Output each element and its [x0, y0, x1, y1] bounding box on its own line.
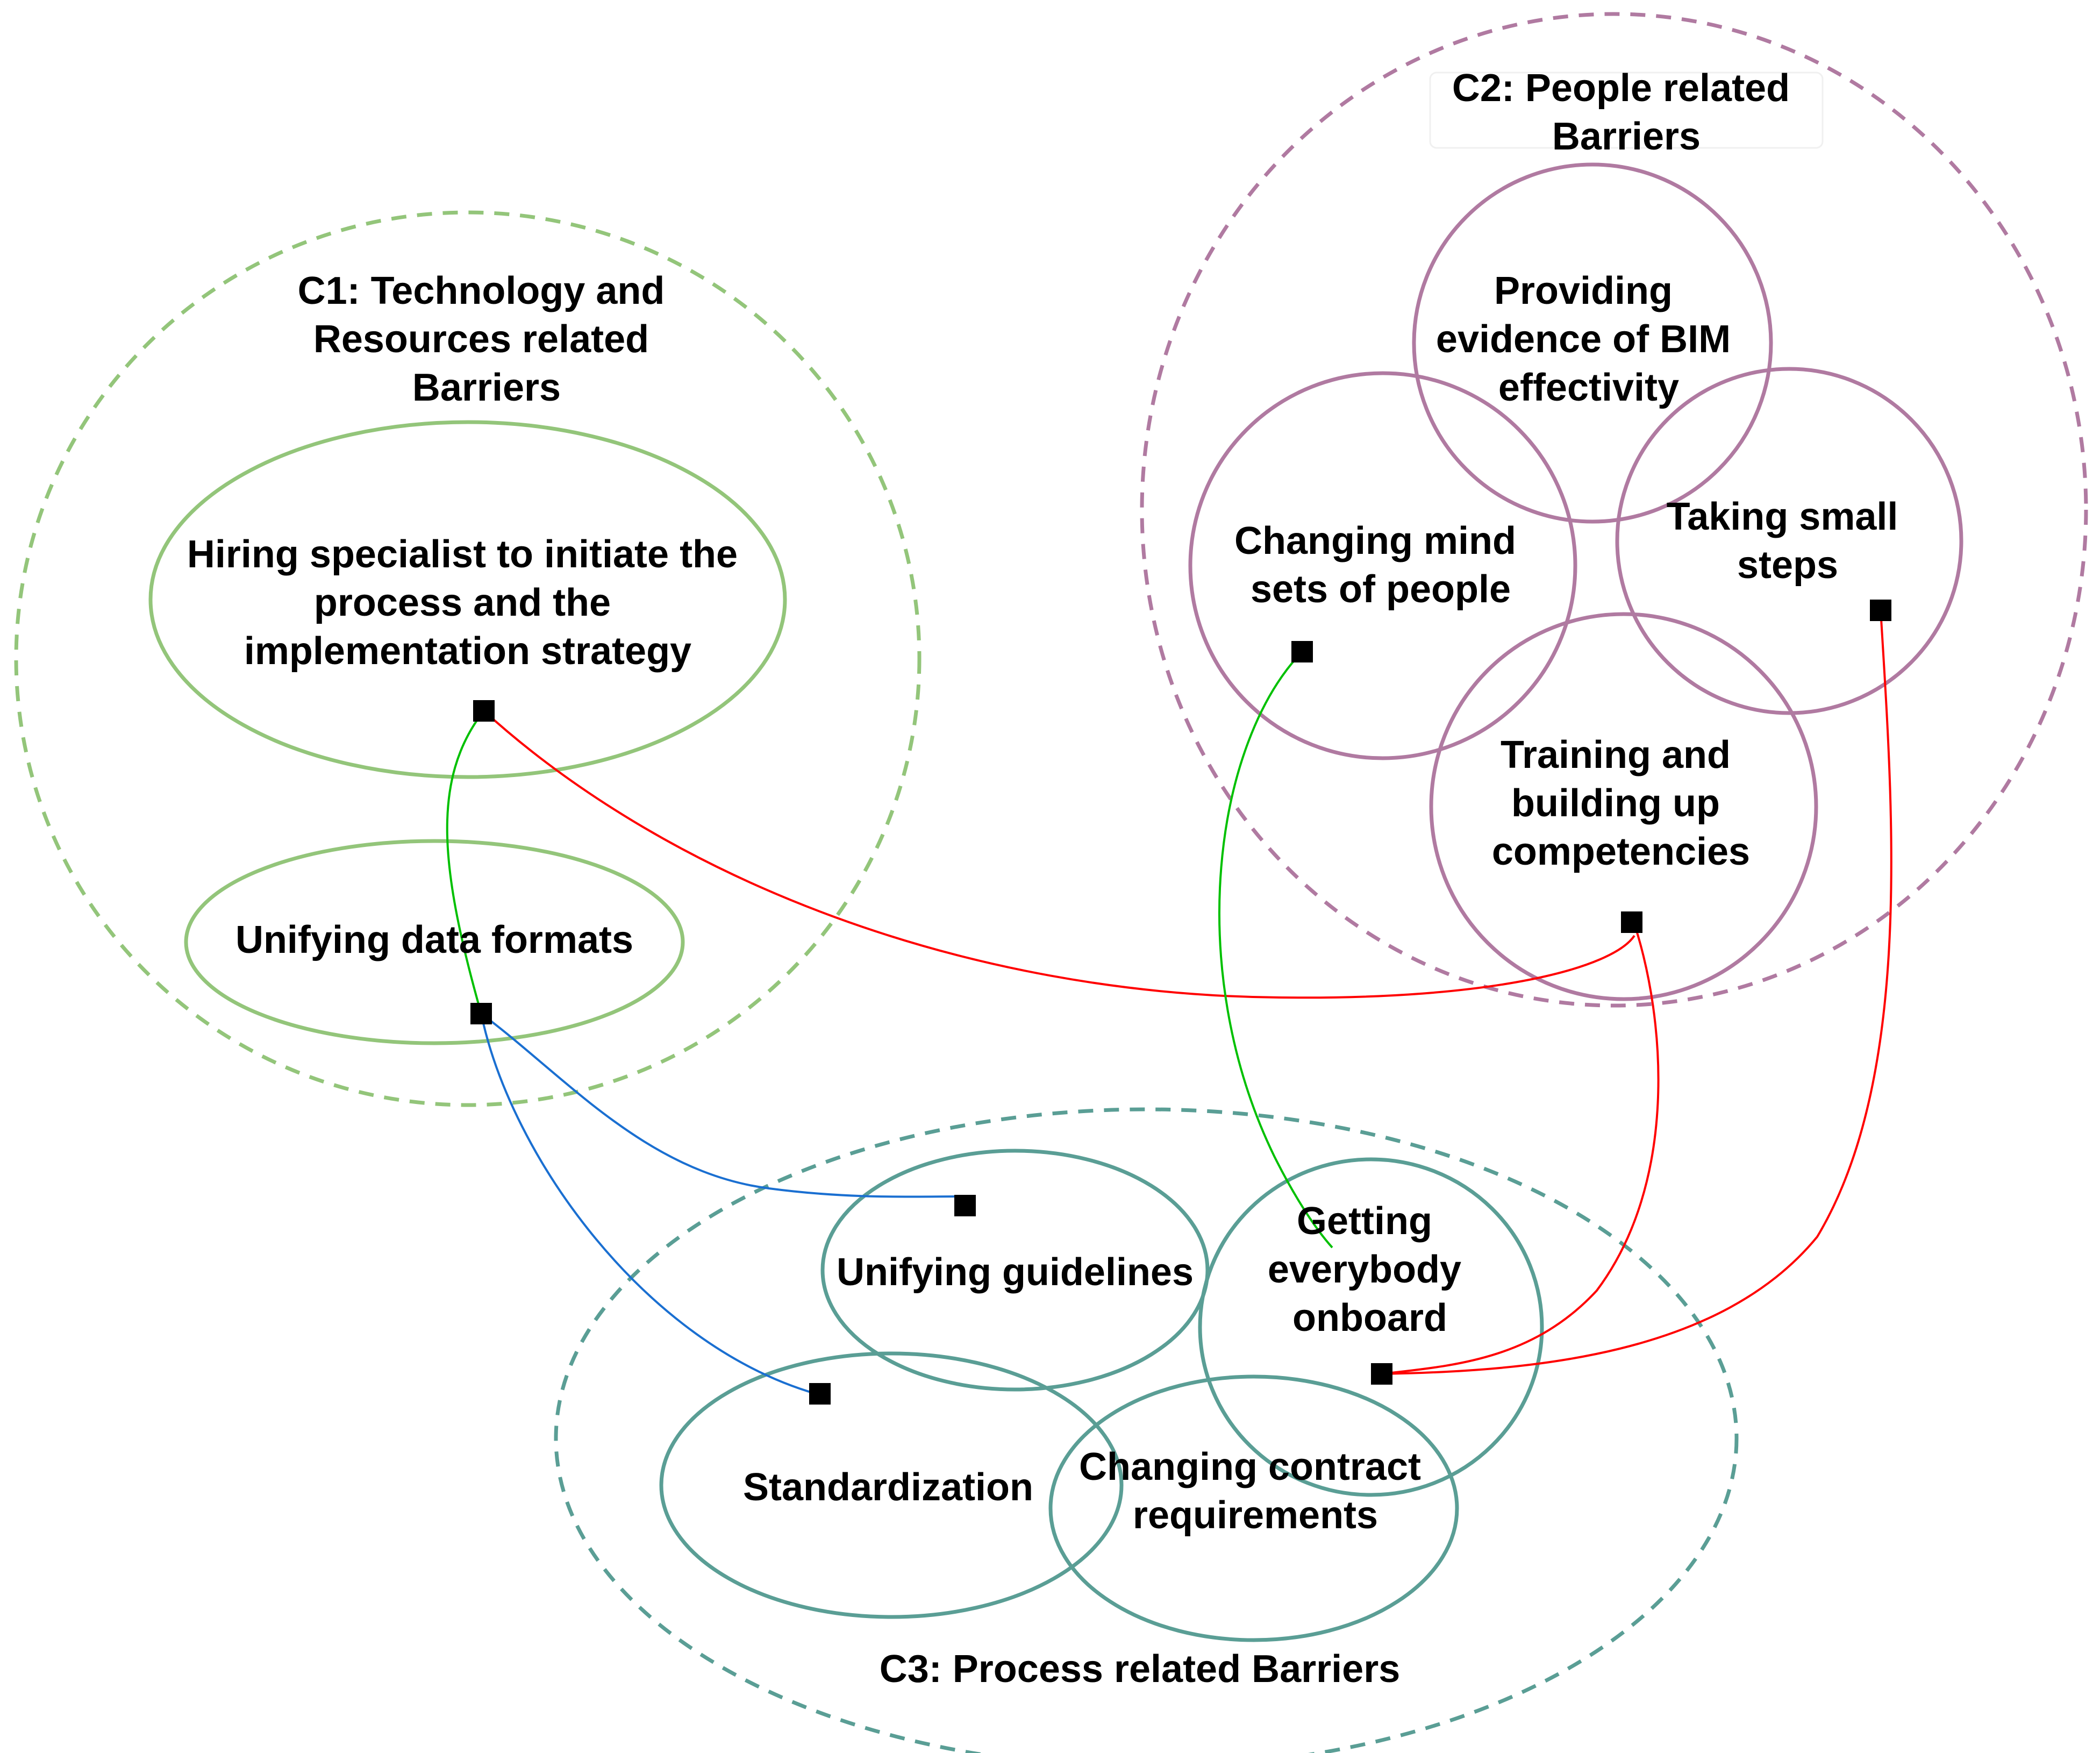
c1-title: C1: Technology and Resources related Bar… — [298, 269, 676, 409]
node-training-circle — [1429, 612, 1818, 1001]
node-standardization-label: Standardization — [743, 1466, 1033, 1509]
node-small-steps-label: Taking small steps — [1667, 495, 1909, 587]
node-training-label: Training and building up competencies — [1492, 733, 1750, 873]
node-unifying-data-label: Unifying data formats — [235, 918, 633, 961]
node-guidelines-label: Unifying guidelines — [837, 1251, 1194, 1294]
c2-title: C2: People related Barriers — [1452, 67, 1801, 158]
cluster-c2-boundary — [1140, 12, 2088, 1008]
marker-guidelines — [954, 1195, 976, 1216]
node-guidelines-ellipse — [820, 1149, 1210, 1392]
connection-hiring-to-training — [483, 710, 1635, 999]
marker-unifying-data — [470, 1003, 492, 1024]
marker-standardization — [809, 1383, 831, 1405]
connection-small-steps-to-onboard — [1381, 610, 1892, 1375]
marker-onboard — [1371, 1363, 1392, 1385]
node-onboard-ellipse — [1198, 1157, 1544, 1497]
node-unifying-data-ellipse — [184, 839, 685, 1045]
c2-title-box — [1429, 72, 1824, 149]
node-evidence-circle — [1412, 162, 1773, 524]
connection-unifying-data-to-guidelines — [480, 1013, 964, 1198]
c3-title: C3: Process related Barriers — [880, 1648, 1401, 1691]
node-mindsets-label: Changing mind sets of people — [1234, 519, 1527, 611]
node-hiring-label: Hiring specialist to initiate the proces… — [187, 533, 748, 673]
connection-mindsets-to-onboard — [1218, 651, 1333, 1249]
node-onboard-label: Getting everybody onboard — [1268, 1200, 1472, 1339]
node-hiring-ellipse — [148, 420, 787, 779]
marker-hiring — [473, 700, 495, 722]
node-mindsets-circle — [1188, 371, 1577, 760]
cluster-c1-boundary — [14, 210, 922, 1107]
node-evidence-label: Providing evidence of BIM effectivity — [1436, 269, 1741, 409]
node-standardization-ellipse — [659, 1351, 1124, 1619]
cluster-c3-boundary — [554, 1107, 1739, 1753]
marker-small-steps — [1870, 600, 1891, 621]
connection-training-to-onboard — [1381, 920, 1660, 1375]
node-small-steps-circle — [1615, 367, 1963, 715]
marker-mindsets — [1291, 641, 1313, 662]
node-contract-ellipse — [1048, 1374, 1459, 1642]
marker-training — [1621, 911, 1642, 933]
node-contract-label: Changing contract requirements — [1079, 1445, 1432, 1537]
connection-hiring-to-unifying-data — [446, 710, 485, 1014]
connection-unifying-data-to-standardization — [480, 1013, 817, 1395]
